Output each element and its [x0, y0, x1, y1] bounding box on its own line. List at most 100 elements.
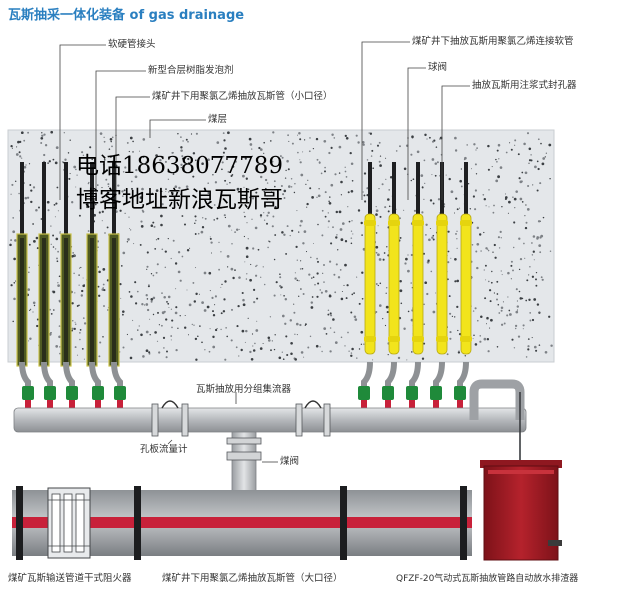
coal-speck [245, 255, 249, 258]
coal-speck [69, 173, 71, 175]
coal-speck [181, 215, 184, 217]
coal-speck [375, 213, 378, 216]
bore-rod [64, 162, 68, 242]
coal-speck [71, 201, 74, 204]
coal-speck [318, 161, 321, 164]
coal-speck [531, 242, 533, 244]
coal-speck [425, 223, 428, 226]
coal-speck [139, 196, 143, 199]
coal-speck [531, 337, 533, 339]
coal-speck [13, 297, 16, 301]
coal-speck [119, 209, 122, 212]
coal-speck [432, 202, 435, 205]
coal-speck [410, 153, 413, 156]
coal-speck [227, 170, 230, 173]
coal-speck [160, 214, 163, 218]
coal-speck [377, 284, 379, 287]
coal-speck [275, 281, 278, 284]
coal-speck [457, 329, 459, 332]
coal-speck [348, 220, 351, 223]
coal-speck [134, 302, 138, 305]
coal-speck [361, 297, 364, 300]
coal-speck [16, 146, 18, 148]
coal-speck [387, 210, 390, 213]
label-coal-seam: 煤层 [208, 114, 228, 125]
coal-speck [83, 284, 85, 286]
coal-speck [527, 345, 530, 348]
coal-speck [192, 175, 195, 178]
coal-speck [255, 265, 257, 268]
coal-speck [134, 281, 137, 284]
coal-speck [83, 358, 85, 360]
borehole-left-0 [16, 162, 34, 408]
coal-speck [180, 149, 183, 152]
coal-speck [106, 191, 109, 193]
coal-speck [483, 269, 485, 271]
coal-speck [300, 219, 303, 223]
coal-speck [299, 268, 302, 270]
coal-speck [529, 265, 531, 268]
coal-speck [180, 146, 183, 149]
coal-speck [120, 265, 123, 267]
coal-speck [79, 329, 82, 331]
coal-speck [68, 177, 71, 180]
coal-speck [361, 234, 363, 236]
coal-speck [428, 238, 431, 242]
label-soft-hard-joint: 软硬管接头 [108, 39, 156, 50]
coal-speck [426, 138, 428, 140]
coal-speck [499, 230, 502, 234]
coal-speck [515, 310, 519, 314]
coal-speck [483, 231, 485, 234]
coal-speck [183, 156, 187, 159]
valve-stem [433, 400, 439, 408]
coal-speck [496, 346, 499, 348]
coal-speck [489, 327, 491, 329]
coal-speck [525, 204, 527, 206]
coal-speck [397, 356, 401, 360]
coal-speck [539, 251, 542, 254]
coal-speck [428, 136, 431, 139]
coal-speck [344, 134, 347, 138]
coal-speck [293, 311, 296, 314]
bore-rod [42, 162, 46, 242]
coal-speck [210, 241, 213, 244]
coal-speck [208, 271, 212, 275]
coal-speck [188, 303, 192, 307]
coal-speck [248, 137, 252, 141]
coal-speck [221, 168, 223, 171]
coal-speck [20, 131, 24, 135]
coal-speck [431, 140, 435, 143]
coal-speck [337, 249, 339, 251]
coal-speck [491, 270, 493, 273]
coal-speck [296, 279, 299, 282]
coal-speck [314, 283, 316, 286]
coal-speck [499, 166, 503, 169]
coal-speck [516, 309, 519, 311]
coal-speck [257, 248, 260, 251]
coal-speck [237, 191, 239, 193]
coal-speck [382, 318, 384, 320]
coal-speck [152, 221, 155, 224]
coal-speck [299, 224, 302, 227]
coal-speck [74, 323, 77, 326]
coal-speck [517, 335, 521, 338]
coal-speck [280, 286, 283, 289]
coal-speck [286, 353, 289, 357]
coal-speck [381, 183, 384, 186]
coal-speck [285, 335, 288, 338]
coal-speck [167, 191, 170, 193]
coal-speck [309, 187, 312, 190]
borehole-right-1 [382, 162, 400, 408]
coal-speck [274, 234, 277, 236]
coal-speck [388, 189, 391, 191]
main-pipe-red-band [12, 517, 472, 528]
coal-speck [242, 303, 246, 307]
coal-speck [535, 271, 538, 274]
coal-speck [312, 147, 315, 150]
coal-speck [528, 162, 530, 164]
coal-speck [73, 165, 77, 169]
coal-speck [137, 329, 139, 331]
coal-speck [531, 318, 535, 322]
coal-speck [493, 292, 496, 294]
